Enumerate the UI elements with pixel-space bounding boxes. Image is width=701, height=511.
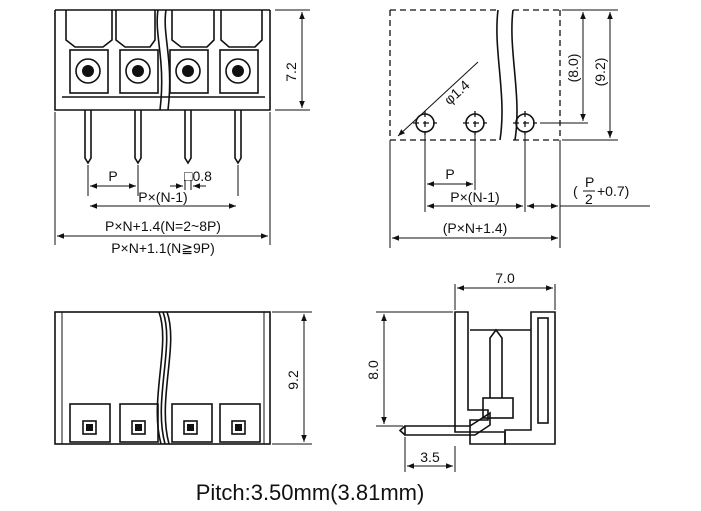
pcb-hole-label: φ1.4 [441, 77, 473, 108]
front-height-label: 7.2 [283, 62, 299, 82]
pcb-span-label: P×(N-1) [450, 189, 499, 205]
side-section-view: 7.0 8.0 3.5 [365, 270, 556, 472]
pcb-offset-open: ( [573, 183, 578, 199]
clamp-slots [65, 10, 263, 48]
front-overall-a: P×N+1.4(N=2~8P) [105, 218, 221, 234]
front-overall-b: P×N+1.1(N≧9P) [111, 240, 215, 256]
pins [84, 110, 242, 165]
rear-height-label: 9.2 [285, 370, 301, 390]
pcb-height-inner: (8.0) [565, 54, 581, 83]
side-height-label: 8.0 [365, 360, 381, 380]
side-pin-length-label: 3.5 [420, 449, 440, 465]
pcb-offset-2: 2 [585, 191, 593, 207]
pitch-caption: Pitch:3.50mm(3.81mm) [196, 480, 425, 505]
wire-entries [69, 403, 261, 443]
pcb-overall-label: (P×N+1.4) [443, 220, 508, 236]
side-width-label: 7.0 [495, 270, 515, 286]
front-pitch-label: P [108, 168, 117, 184]
front-view: 7.2 P □0.8 P×(N-1) P×N+1.4(N=2~8P) P×N+1… [54, 9, 310, 256]
pcb-holes [413, 111, 537, 135]
screws [75, 58, 251, 84]
pcb-layout-view: φ1.4 (8.0) (9.2) P P×(N-1) ( P 2 +0.7) (… [389, 9, 650, 248]
pcb-offset-p: P [585, 174, 594, 190]
pcb-height-outer: (9.2) [592, 58, 608, 87]
rear-view: 9.2 [54, 311, 312, 445]
pcb-pitch-label: P [445, 166, 454, 182]
front-pin-size-label: □0.8 [184, 168, 212, 184]
front-span-label: P×(N-1) [138, 189, 187, 205]
pcb-offset-rest: +0.7) [597, 183, 629, 199]
